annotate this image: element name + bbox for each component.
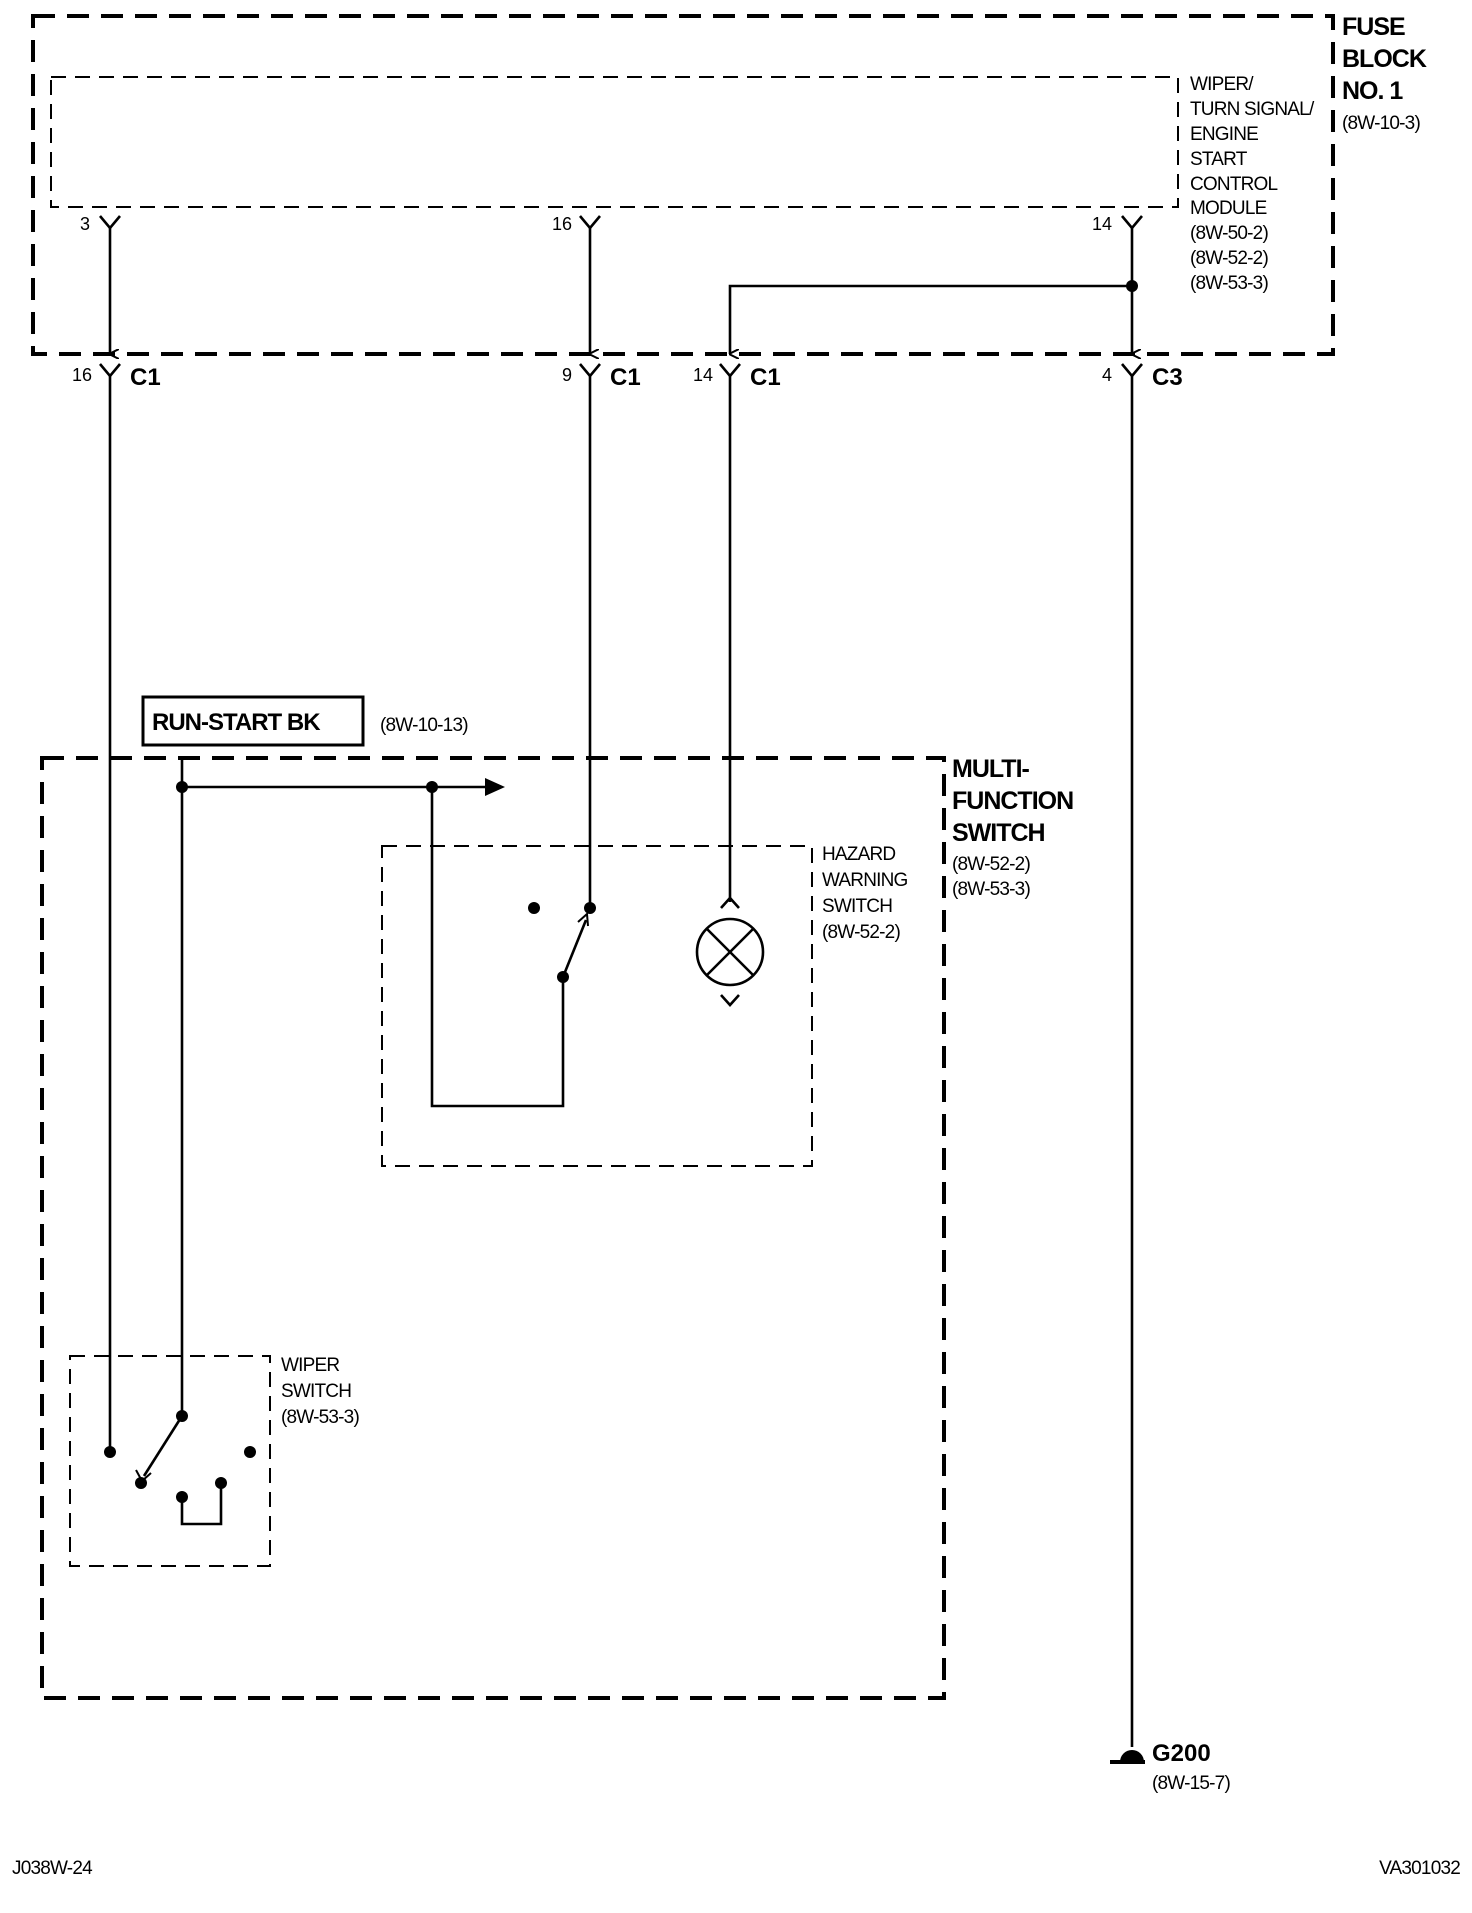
run-start-box: [141, 695, 365, 747]
mfs-title-1: MULTI-: [952, 755, 1030, 783]
wire-pin14-to-c1-14: [728, 284, 1132, 354]
hazard-title-3: SWITCH: [822, 896, 892, 917]
module-pin-14: 14: [1092, 214, 1112, 234]
fuse-block-title-1: FUSE: [1342, 13, 1405, 41]
connector-c1-9-pin: 9: [562, 365, 572, 385]
connector-c1-14-name: C1: [750, 364, 781, 391]
multifunction-switch-outline: [40, 756, 946, 1700]
module-title-1: WIPER/: [1190, 74, 1254, 95]
module-ref-3: (8W-53-3): [1190, 273, 1268, 294]
module-pin-14-terminal: [1121, 215, 1143, 231]
connector-c3-4-symbol: [1121, 363, 1143, 379]
wiper-contact-2: [244, 1446, 256, 1458]
footer-left-code: J038W-24: [12, 1858, 93, 1879]
run-start-arrow: [485, 778, 505, 796]
hazard-contact-common: [584, 902, 596, 914]
hazard-lamp-cross-2: [706, 928, 754, 976]
connector-c1-14-symbol: [719, 363, 741, 379]
wiper-jumper: [180, 1483, 223, 1526]
module-title-3: ENGINE: [1190, 124, 1258, 145]
ground-icon: [1120, 1750, 1144, 1762]
wiper-title-2: SWITCH: [281, 1381, 351, 1402]
run-start-label: RUN-START BK: [152, 709, 321, 736]
wiper-blade-arrow: [135, 1469, 152, 1483]
module-outline: [50, 76, 1179, 208]
module-ref-1: (8W-50-2): [1190, 223, 1268, 244]
fuse-block-title-3: NO. 1: [1342, 77, 1403, 105]
hazard-ref: (8W-52-2): [822, 922, 900, 943]
connector-c1-16-symbol: [99, 363, 121, 379]
hazard-switch-outline: [381, 845, 813, 1167]
connector-c1-9-symbol: [579, 363, 601, 379]
module-pin-3: 3: [80, 214, 90, 234]
connector-c3-4-pin: 4: [1102, 365, 1112, 385]
mfs-title-2: FUNCTION: [952, 787, 1073, 815]
module-pin-16: 16: [552, 214, 572, 234]
footer-right-code: VA301032: [1379, 1858, 1460, 1879]
hazard-title-1: HAZARD: [822, 844, 895, 865]
mfs-title-3: SWITCH: [952, 819, 1045, 847]
hazard-lamp-terminal-bottom: [720, 994, 740, 1007]
hazard-title-2: WARNING: [822, 870, 908, 891]
module-title-2: TURN SIGNAL/: [1190, 99, 1315, 120]
hazard-switch-blade: [561, 919, 588, 978]
run-start-ref: (8W-10-13): [380, 715, 468, 736]
connector-c1-16-pin: 16: [72, 365, 92, 385]
module-title-4: START: [1190, 149, 1248, 170]
run-start-splice-1: [176, 781, 188, 793]
fuse-block-ref: (8W-10-3): [1342, 113, 1420, 134]
connector-c1-16-name: C1: [130, 364, 161, 391]
ground-name: G200: [1152, 1740, 1211, 1767]
wire-hazard-return: [430, 787, 565, 1108]
mfs-ref-1: (8W-52-2): [952, 854, 1030, 875]
hazard-blade-arrow: [577, 911, 589, 927]
fuse-block-title-2: BLOCK: [1342, 45, 1427, 73]
wiper-switch-outline: [69, 1355, 271, 1567]
ground-ref: (8W-15-7): [1152, 1773, 1230, 1794]
mfs-ref-2: (8W-53-3): [952, 879, 1030, 900]
module-pin-16-terminal: [579, 215, 601, 231]
module-title-5: CONTROL: [1190, 174, 1278, 195]
connector-c1-14-pin: 14: [693, 365, 713, 385]
splice-dot: [1126, 280, 1138, 292]
module-pin-3-terminal: [99, 215, 121, 231]
connector-c3-4-name: C3: [1152, 364, 1183, 391]
module-ref-2: (8W-52-2): [1190, 248, 1268, 269]
connector-c1-9-name: C1: [610, 364, 641, 391]
wiper-title-1: WIPER: [281, 1355, 339, 1376]
hazard-lamp-terminal-top: [720, 896, 740, 909]
module-title-6: MODULE: [1190, 198, 1267, 219]
wiper-switch-blade: [142, 1415, 184, 1477]
fuse-block-outline: [31, 14, 1335, 356]
hazard-contact-open: [528, 902, 540, 914]
wiper-ref: (8W-53-3): [281, 1407, 359, 1428]
wiper-contact-1: [104, 1446, 116, 1458]
